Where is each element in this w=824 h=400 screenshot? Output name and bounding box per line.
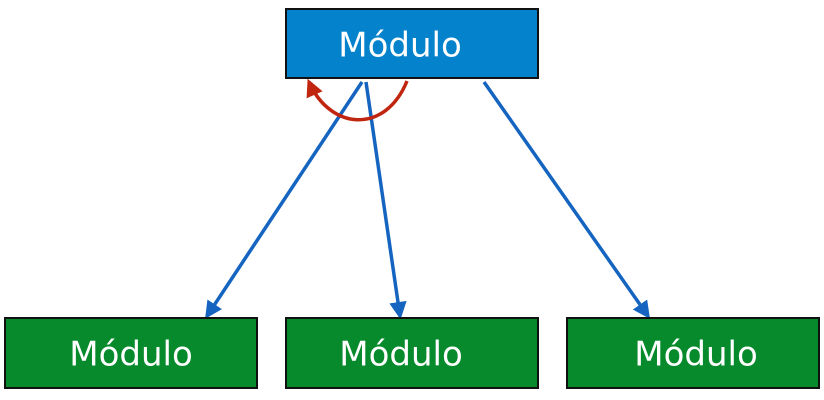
top-module-label: Módulo <box>338 26 462 66</box>
child-module-node-3[interactable]: Módulo <box>566 317 820 389</box>
dependency-arrow-middle <box>364 81 407 320</box>
child-module-node-1[interactable]: Módulo <box>4 317 258 389</box>
child-module-label-3: Módulo <box>634 335 758 375</box>
top-module-node[interactable]: Módulo <box>285 8 539 79</box>
child-module-label-1: Módulo <box>69 335 193 375</box>
dependency-arrow-right <box>482 80 651 319</box>
child-module-box-1 <box>4 317 258 389</box>
top-module-box <box>285 8 539 79</box>
self-reference-arrow <box>306 78 409 122</box>
child-module-box-3 <box>566 317 820 389</box>
child-module-node-2[interactable]: Módulo <box>285 317 539 389</box>
child-module-box-2 <box>285 317 539 389</box>
child-module-label-2: Módulo <box>339 335 463 375</box>
dependency-arrow-left <box>205 81 364 319</box>
